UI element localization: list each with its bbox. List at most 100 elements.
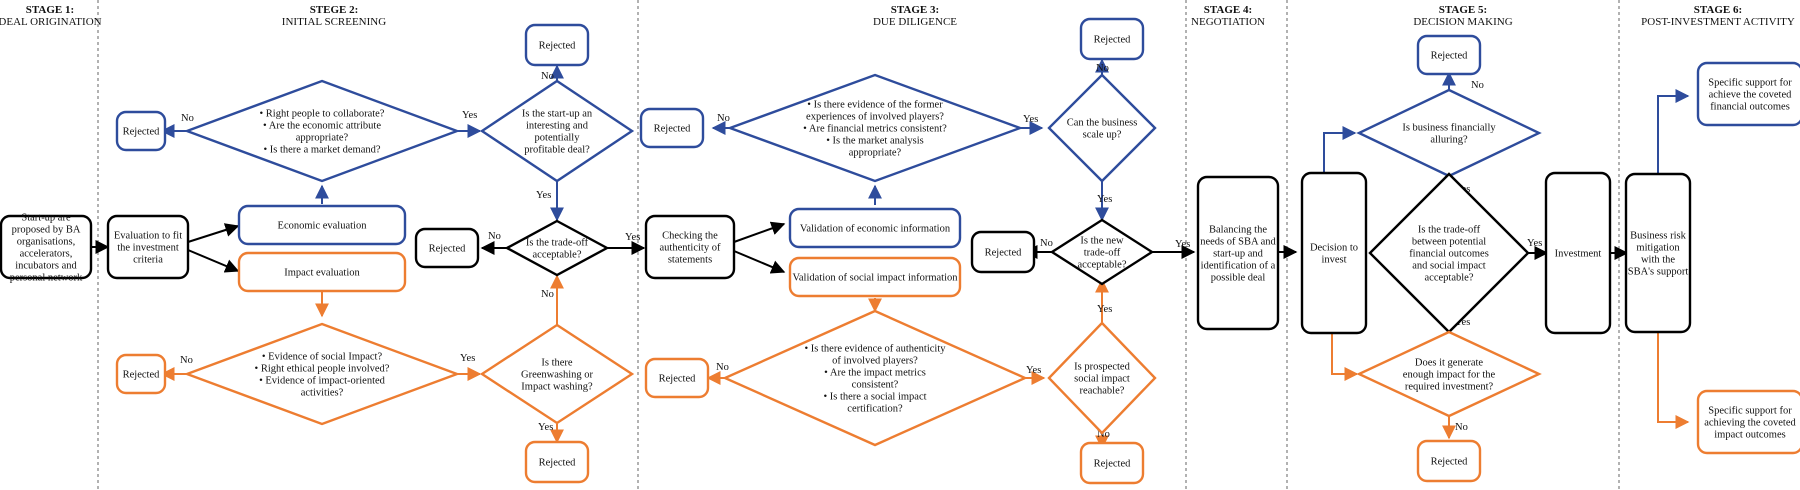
- s3-blue-criteria-diamond-text-line: • Is there evidence of the former: [807, 100, 943, 111]
- s2-rejected-orange-2-shape: [524, 440, 590, 484]
- validation-economic-box-text-line: Validation of economic information: [800, 224, 951, 235]
- startup-box-text-line: incubators and: [15, 261, 77, 272]
- balancing-box-shape: [1196, 175, 1280, 331]
- s3-tradeoff-diamond-shape: [1049, 218, 1155, 286]
- support-financial-box-text-line: achieve the coveted: [1709, 90, 1793, 101]
- decision-box-text-line: Decision to: [1310, 243, 1358, 254]
- label-no: No: [1040, 238, 1053, 249]
- s2-rejected-black-text-line: Rejected: [429, 244, 466, 255]
- s3-orange-criteria-diamond-text-line: consistent?: [852, 380, 899, 391]
- startup-box-text-line: personal network: [10, 273, 83, 284]
- s2-rejected-orange-1-text-line: Rejected: [123, 370, 160, 381]
- s2-orange-criteria-diamond: • Evidence of social Impact?• Right ethi…: [183, 322, 461, 426]
- s3-blue-criteria-diamond-shape: [726, 73, 1024, 183]
- stage-4-title: STAGE 4:: [1204, 4, 1252, 16]
- s2-rejected-black: Rejected: [414, 227, 480, 269]
- s3-rejected-orange-2-shape: [1079, 441, 1145, 485]
- stage-2-subtitle: INITIAL SCREENING: [282, 16, 386, 28]
- validation-social-box-shape: [788, 256, 962, 298]
- investment-box-text-line: Investment: [1555, 249, 1602, 260]
- s2-interesting-deal-diamond-text-line: potentially: [535, 133, 581, 144]
- label-no: No: [1097, 429, 1110, 440]
- s2-greenwashing-diamond-text-line: Impact washing?: [521, 382, 593, 393]
- s2-greenwashing-diamond-shape: [479, 323, 635, 425]
- mitigation-box-text-line: Business risk: [1630, 231, 1686, 242]
- stage-6-title: STAGE 6:: [1694, 4, 1742, 16]
- s2-blue-criteria-diamond-shape: [183, 79, 461, 183]
- s3-reachable-diamond-shape: [1047, 321, 1157, 435]
- s3-rejected-blue-2-shape: [1079, 17, 1145, 61]
- label-no: No: [716, 362, 729, 373]
- validation-economic-box-shape: [788, 207, 962, 249]
- s3-reachable-diamond-text-line: Is prospected: [1074, 362, 1130, 373]
- s3-reachable-diamond-text-line: reachable?: [1080, 386, 1125, 397]
- economic-evaluation-box: Economic evaluation: [237, 204, 407, 246]
- support-impact-box-shape: [1696, 389, 1800, 455]
- s3-tradeoff-diamond-text-line: Is the new: [1080, 236, 1124, 247]
- label-yes: Yes: [1026, 365, 1041, 376]
- s3-tradeoff-diamond-text-line: acceptable?: [1078, 260, 1127, 271]
- label-no: No: [1471, 80, 1484, 91]
- branch-labels: No Yes No Yes No Yes No Yes No Yes No Ye…: [180, 63, 1542, 440]
- s3-rejected-orange-1-text-line: Rejected: [659, 374, 696, 385]
- stage-dividers: [97, 0, 1620, 490]
- s5-rejected-orange: Rejected: [1416, 439, 1482, 483]
- evaluation-fit-box-shape: [106, 214, 190, 280]
- startup-box-text-line: Start-up are: [21, 213, 71, 224]
- s2-rejected-blue-2-shape: [524, 23, 590, 67]
- investment-box: Investment: [1544, 171, 1612, 335]
- s2-rejected-black-shape: [414, 227, 480, 269]
- stage-4-subtitle: NEGOTIATION: [1191, 16, 1265, 28]
- s2-orange-criteria-diamond-text-line: activities?: [301, 388, 344, 399]
- s3-blue-criteria-diamond-text-line: • Is the market analysis: [826, 136, 924, 147]
- s2-interesting-deal-diamond-text-line: profitable deal?: [524, 145, 590, 156]
- s2-orange-criteria-diamond-text-line: • Right ethical people involved?: [255, 364, 390, 375]
- label-yes: Yes: [625, 232, 640, 243]
- impact-evaluation-box-shape: [237, 251, 407, 293]
- connector: [1323, 126, 1357, 172]
- decision-box-text-line: invest: [1321, 255, 1346, 266]
- stage-1-subtitle: DEAL ORIGINATION: [0, 16, 102, 28]
- s2-rejected-blue-2: Rejected: [524, 23, 590, 67]
- balancing-box-text-line: Balancing the: [1209, 225, 1267, 236]
- s2-tradeoff-diamond-text-line: Is the trade-off: [526, 238, 589, 249]
- label-no: No: [488, 231, 501, 242]
- stage-3-subtitle: DUE DILIGENCE: [873, 16, 957, 28]
- label-yes: Yes: [1023, 114, 1038, 125]
- support-impact-box-text-line: impact outcomes: [1714, 430, 1785, 441]
- evaluation-fit-box-text-line: Evaluation to fit: [114, 231, 182, 242]
- s5-tradeoff-diamond-text-line: acceptable?: [1425, 273, 1474, 284]
- s5-rejected-orange-shape: [1416, 439, 1482, 483]
- support-financial-box-shape: [1696, 61, 1800, 127]
- startup-box-text-line: proposed by BA: [12, 225, 81, 236]
- s3-orange-criteria-diamond-text-line: • Are the impact metrics: [824, 368, 926, 379]
- s3-scale-diamond-text-line: Can the business: [1067, 118, 1138, 129]
- label-yes: Yes: [1175, 239, 1190, 250]
- mitigation-box-text-line: mitigation: [1636, 243, 1680, 254]
- label-yes: Yes: [462, 110, 477, 121]
- s3-orange-criteria-diamond-shape: [722, 309, 1028, 447]
- s2-orange-criteria-diamond-text-line: • Evidence of impact-oriented: [259, 376, 386, 387]
- support-impact-box-text-line: Specific support for: [1708, 406, 1792, 417]
- evaluation-fit-box-text-line: the investment: [117, 243, 179, 254]
- s3-rejected-blue-1: Rejected: [639, 107, 705, 149]
- s3-blue-criteria-diamond-text-line: experiences of involved players?: [806, 112, 944, 123]
- s5-tradeoff-diamond-text-line: and social impact: [1412, 261, 1486, 272]
- label-no: No: [717, 113, 730, 124]
- support-impact-box-text-line: achieving the coveted: [1704, 418, 1796, 429]
- checking-box-text-line: Checking the: [662, 231, 718, 242]
- stage-5-title: STAGE 5:: [1439, 4, 1487, 16]
- s3-rejected-black-text-line: Rejected: [985, 248, 1022, 259]
- s3-blue-criteria-diamond: • Is there evidence of the formerexperie…: [726, 73, 1024, 183]
